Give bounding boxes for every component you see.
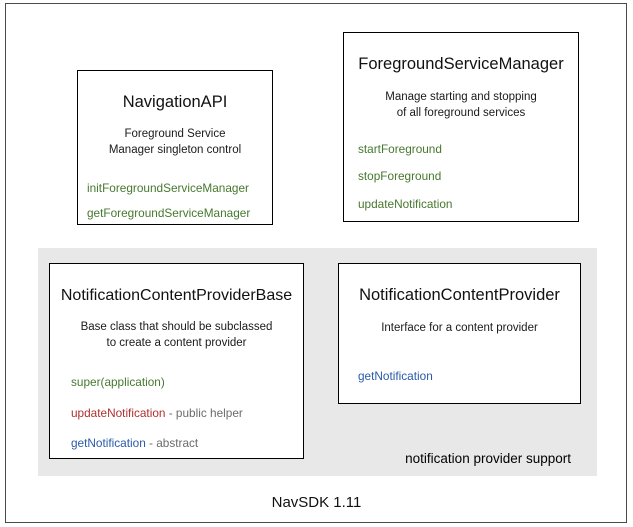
class-box-member-list: startForeground stopForeground updateNot… <box>344 142 578 212</box>
class-member[interactable]: super(application) <box>71 375 303 390</box>
class-member-name: updateNotification <box>358 196 453 211</box>
class-box-title: NotificationContentProvider <box>359 286 560 304</box>
class-box-description-line: Manager singleton control <box>108 143 242 156</box>
class-member[interactable]: getNotification - abstract <box>71 436 303 451</box>
class-box-description-line: to create a content provider <box>106 337 247 350</box>
class-member[interactable]: startForeground <box>358 142 578 157</box>
class-box-description: Foreground Service Manager singleton con… <box>78 127 272 159</box>
class-box-navigation-api[interactable]: NavigationAPI Foreground Service Manager… <box>77 70 273 225</box>
class-box-title: NavigationAPI <box>122 93 228 111</box>
class-member-name: getNotification <box>71 436 146 451</box>
class-member-note: - public helper <box>165 405 243 420</box>
class-box-foreground-service-manager[interactable]: ForegroundServiceManager Manage starting… <box>343 32 579 222</box>
class-member-name: updateNotification <box>71 405 166 420</box>
class-box-member-list: super(application) updateNotification - … <box>50 375 303 451</box>
class-member-name: super(application) <box>71 374 165 389</box>
class-member[interactable]: getNotification <box>358 369 580 384</box>
class-box-notification-content-provider[interactable]: NotificationContentProvider Interface fo… <box>338 263 581 404</box>
class-box-description: Base class that should be subclassed to … <box>50 320 303 352</box>
class-box-member-list: getNotification <box>339 369 580 384</box>
class-box-description-line: of all foreground services <box>396 106 526 119</box>
class-member-name: initForegroundServiceManager <box>87 180 249 195</box>
class-member[interactable]: getForegroundServiceManager <box>87 206 272 221</box>
class-member[interactable]: updateNotification - public helper <box>71 406 303 421</box>
class-box-title: ForegroundServiceManager <box>358 55 564 73</box>
class-box-description-line: Foreground Service <box>124 127 226 140</box>
class-member-name: getNotification <box>358 368 433 383</box>
diagram-outer-frame <box>5 3 627 523</box>
group-panel-label: notification provider support <box>405 451 571 466</box>
class-box-description: Manage starting and stopping of all fore… <box>344 90 578 122</box>
class-box-description-line: Interface for a content provider <box>381 321 538 334</box>
class-member[interactable]: stopForeground <box>358 169 578 184</box>
class-member[interactable]: initForegroundServiceManager <box>87 181 272 196</box>
class-box-notification-content-provider-base[interactable]: NotificationContentProviderBase Base cla… <box>49 263 304 459</box>
class-member-note: - abstract <box>145 436 199 451</box>
class-member-name: getForegroundServiceManager <box>87 206 251 221</box>
class-box-description-line: Base class that should be subclassed <box>80 321 273 334</box>
class-box-member-list: initForegroundServiceManager getForegrou… <box>78 181 272 221</box>
diagram-footer-caption: NavSDK 1.11 <box>271 494 362 511</box>
class-box-description-line: Manage starting and stopping <box>385 90 537 103</box>
class-box-description: Interface for a content provider <box>339 321 580 337</box>
class-box-title: NotificationContentProviderBase <box>60 287 293 304</box>
class-member-name: stopForeground <box>358 169 442 184</box>
class-member[interactable]: updateNotification <box>358 197 578 212</box>
class-member-name: startForeground <box>358 141 442 156</box>
